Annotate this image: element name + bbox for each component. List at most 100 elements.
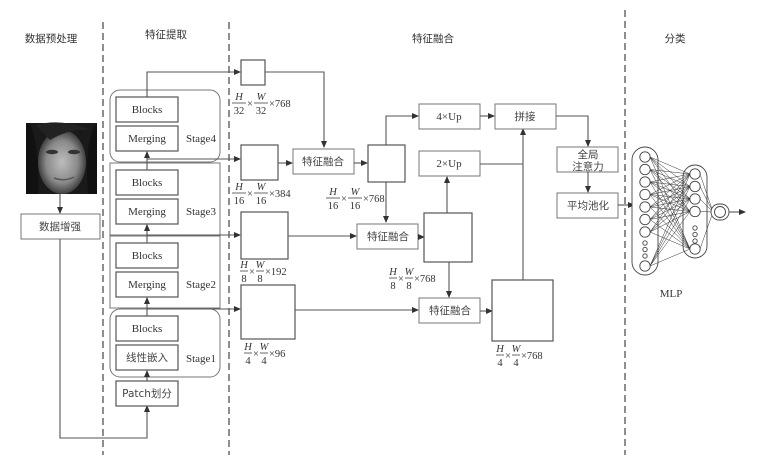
width-numerator: W — [257, 92, 267, 103]
height-denominator: 4 — [245, 356, 251, 367]
up4-box — [418, 103, 481, 130]
height-numerator: H — [495, 344, 505, 355]
attention-label-1: 全局 — [578, 148, 599, 161]
mlp-edge — [649, 231, 691, 250]
arrow-fused16-to-up4 — [385, 113, 419, 145]
mlp-edge — [699, 211, 714, 250]
mlp-hidden-node — [689, 193, 701, 205]
mlp-input-node — [639, 226, 651, 238]
height-numerator: H — [234, 182, 244, 193]
mlp-edge — [649, 173, 691, 233]
section-title-preprocess: 数据预处理 — [25, 32, 78, 45]
channels: ×384 — [269, 189, 291, 200]
augment-box — [20, 213, 101, 240]
mlp-hidden-node — [689, 180, 701, 193]
stage3-blocks-label: Blocks — [132, 177, 163, 189]
times-sign: × — [341, 194, 347, 205]
mlp-edge — [649, 173, 691, 267]
arrow-concat-to-attn — [556, 115, 591, 147]
height-numerator: H — [243, 342, 253, 353]
mlp-network — [631, 146, 746, 276]
mlp-edge — [649, 198, 691, 267]
stage3-merging-label: Merging — [128, 206, 166, 218]
mlp-edge — [649, 173, 691, 208]
height-numerator: H — [328, 187, 338, 198]
fused8-dims: H8×W8×768 — [388, 267, 435, 292]
section-title-fusion: 特征融合 — [412, 32, 454, 45]
fused16-dims: H16×W16×768 — [326, 187, 385, 212]
featmap-8-dims: H8×W8×192 — [239, 260, 286, 285]
featmap-32 — [240, 59, 266, 86]
height-denominator: 16 — [234, 196, 245, 207]
mlp-edge — [649, 173, 691, 195]
up2-label: 2×Up — [436, 158, 462, 170]
channels: ×96 — [269, 349, 285, 360]
fused8-map — [423, 212, 473, 263]
concat-label: 拼接 — [515, 110, 536, 123]
pool-box — [556, 192, 619, 219]
mlp-edge — [649, 173, 691, 220]
fuse2-label: 特征融合 — [367, 230, 409, 243]
height-numerator: H — [388, 267, 398, 278]
augment-label: 数据增强 — [39, 220, 81, 233]
times-sign: × — [247, 99, 253, 110]
mlp-edge — [649, 198, 691, 233]
channels: ×768 — [414, 274, 436, 285]
mlp-edge — [649, 156, 691, 175]
stage1-embed — [115, 344, 179, 371]
mlp-edge — [649, 173, 691, 183]
stage1-blocks-label: Blocks — [132, 323, 163, 335]
fused16-map — [367, 144, 406, 183]
stage3-name: Stage3 — [186, 206, 216, 218]
mlp-input-node — [639, 188, 651, 201]
attention-label-2: 注意力 — [572, 160, 604, 173]
mlp-output-node — [714, 206, 726, 218]
mlp-input-ellipsis-dot — [642, 246, 648, 253]
mlp-input-node — [639, 176, 651, 188]
mlp-input-ellipsis-dot — [642, 253, 648, 259]
patch-label: Patch划分 — [122, 387, 172, 400]
height-denominator: 8 — [390, 281, 395, 292]
stage2-merging-label: Merging — [128, 279, 166, 291]
stage2-blocks — [115, 242, 179, 269]
mlp-edge — [649, 186, 691, 267]
mlp-label: MLP — [660, 288, 683, 300]
width-denominator: 16 — [256, 196, 267, 207]
stage2-blocks-label: Blocks — [132, 250, 163, 262]
featmap-16 — [240, 144, 279, 181]
section-title-extract: 特征提取 — [145, 29, 187, 41]
mlp-hidden-ellipsis-dot — [692, 225, 698, 231]
arrow-stage4-out — [146, 69, 241, 97]
fused4-dims: H4×W4×768 — [495, 344, 542, 369]
stage2-merging — [115, 271, 179, 298]
mlp-input-ellipsis-dot — [642, 240, 648, 246]
mlp-edge — [699, 173, 714, 213]
times-sign: × — [249, 267, 255, 278]
mlp-edge — [699, 186, 714, 213]
face-image — [26, 122, 97, 194]
width-numerator: W — [257, 182, 267, 193]
mlp-edge — [649, 169, 691, 175]
featmap-32-dims: H32×W32×768 — [232, 92, 291, 117]
featmap-4 — [240, 284, 296, 340]
mlp-hidden-ellipsis-dot — [692, 238, 698, 244]
mlp-input-node — [639, 213, 651, 226]
fused4-map — [491, 279, 554, 342]
width-denominator: 8 — [406, 281, 411, 292]
fuse1-label: 特征融合 — [302, 155, 344, 168]
patch-box — [115, 380, 179, 407]
mlp-edge — [649, 211, 691, 233]
times-sign: × — [253, 349, 259, 360]
width-denominator: 4 — [261, 356, 267, 367]
mlp-input-node — [639, 151, 651, 163]
featmap-16-dims: H16×W16×384 — [232, 182, 291, 207]
channels: ×768 — [269, 99, 291, 110]
fuse3-label: 特征融合 — [429, 304, 471, 317]
times-sign: × — [247, 189, 253, 200]
height-denominator: 8 — [241, 274, 246, 285]
pool-label: 平均池化 — [567, 199, 609, 212]
stage4-container — [109, 89, 221, 163]
stage3-blocks — [115, 169, 179, 196]
featmap-4-dims: H4×W4×96 — [243, 342, 285, 367]
